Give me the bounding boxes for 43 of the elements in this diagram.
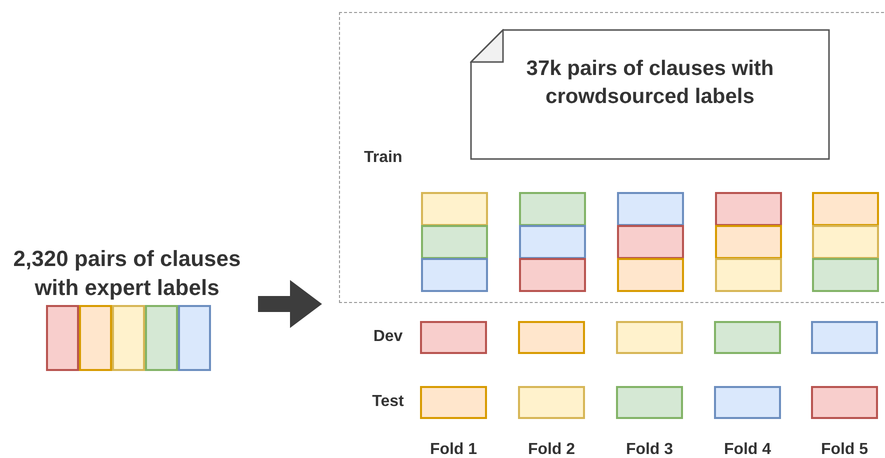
row-label: Dev [372,327,404,347]
data-block [46,305,79,371]
data-block [145,305,178,371]
data-block [714,321,781,354]
data-block [715,192,782,226]
data-block [178,305,211,371]
data-block [714,386,781,419]
data-block [420,386,487,419]
dashed-region [339,12,884,303]
data-block [421,258,488,292]
data-block [715,225,782,259]
data-block [79,305,112,371]
block-arrow [258,280,322,328]
data-block [616,386,683,419]
row-label: Test [371,392,405,412]
note-text: 37k pairs of clauses with crowdsourced labels [525,56,775,110]
data-block [518,386,585,419]
data-block [421,192,488,226]
data-block [812,225,879,259]
data-block [519,225,586,259]
data-block [112,305,145,371]
data-block [812,192,879,226]
column-label: Fold 3 [624,440,674,458]
data-block [518,321,585,354]
data-block [811,386,878,419]
data-block [519,258,586,292]
data-block [519,192,586,226]
column-label: Fold 5 [820,440,870,458]
column-label: Fold 2 [526,440,576,458]
column-label: Fold 4 [722,440,772,458]
data-block [617,258,684,292]
data-block [715,258,782,292]
column-label: Fold 1 [428,440,478,458]
row-label: Train [364,149,402,167]
data-block [617,225,684,259]
data-block [812,258,879,292]
data-block [420,321,487,354]
note-box [470,29,830,160]
data-block [617,192,684,226]
caption-text: 2,320 pairs of clauses with expert labels [4,244,250,302]
data-block [811,321,878,354]
data-block [421,225,488,259]
data-block [616,321,683,354]
